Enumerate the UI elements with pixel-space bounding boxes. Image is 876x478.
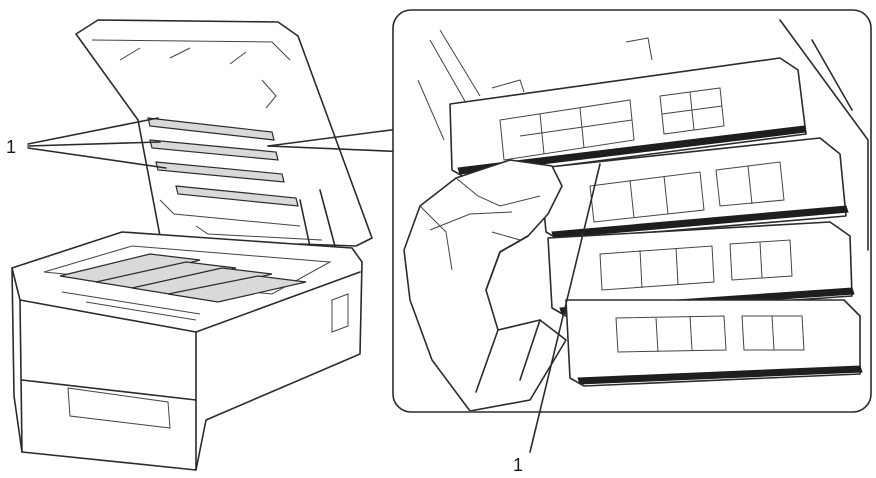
callout-lines-left [27,117,167,169]
led-heads-cover [147,117,323,241]
drum-unit-4 [565,299,863,387]
drum-unit-1 [449,37,807,179]
toner-bays [43,245,332,321]
callout-label-left: 1 [6,137,17,157]
printer-top-cover [75,19,373,251]
drum-unit-2 [539,137,849,241]
callout-line-bottom [529,163,601,453]
printer-drawing [11,19,373,471]
zoom-connector [267,127,411,153]
printer-body [11,231,363,471]
hand-with-cloth [403,159,567,411]
callout-label-bottom: 1 [513,455,524,475]
detail-view [392,9,872,413]
